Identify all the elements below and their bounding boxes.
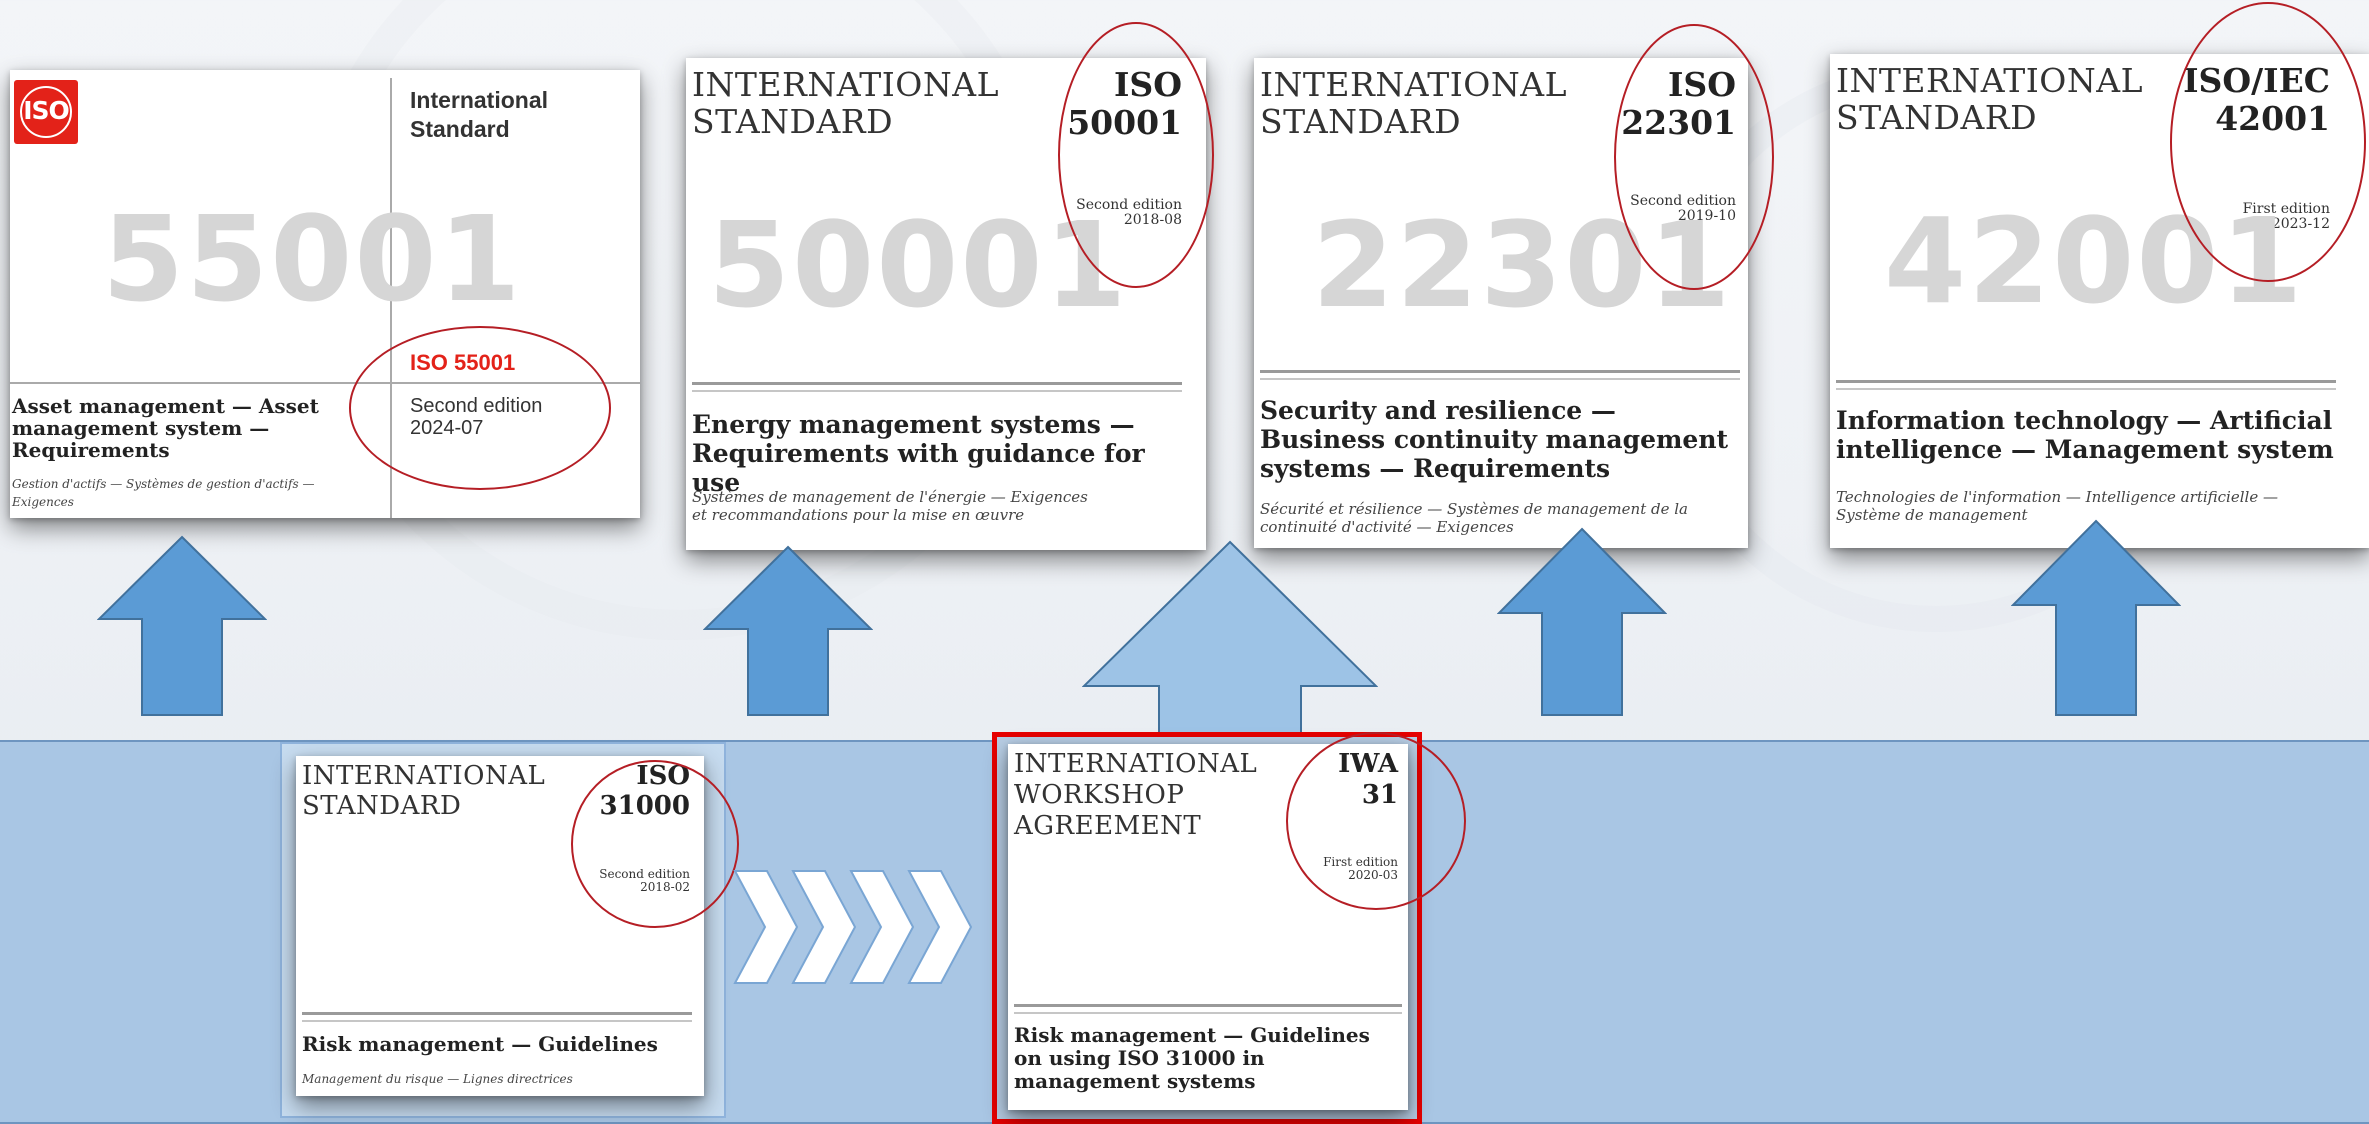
up-arrow-icon [1497, 527, 1667, 716]
standard-title: Energy management systems — Requirements… [692, 410, 1145, 497]
title-rule [302, 1012, 692, 1022]
standard-title: Risk management — Guidelines on using IS… [1014, 1023, 1370, 1093]
arrow-shape [97, 535, 267, 716]
standard-title: Information technology — Artificial inte… [1836, 406, 2334, 464]
chevron-shape [733, 870, 799, 984]
chevron-right-icon [733, 870, 973, 984]
title-rule [1014, 1004, 1402, 1014]
iso-logo: ISO [14, 80, 78, 144]
large-up-arrow-icon [1082, 540, 1378, 740]
standard-title: Risk management — Guidelines [302, 1032, 658, 1056]
doc-type-label: INTERNATIONAL STANDARD [1260, 65, 1567, 141]
highlight-ellipse [1286, 732, 1466, 910]
horizontal-divider [10, 382, 640, 384]
watermark-number: 50001 [708, 196, 1129, 334]
doc-type-label: INTERNATIONAL STANDARD [302, 761, 546, 821]
highlight-ellipse [1614, 24, 1774, 290]
standard-subtitle: Gestion d'actifs — Systèmes de gestion d… [12, 477, 315, 509]
arrow-shape [703, 545, 873, 716]
standard-title: Asset management — Asset management syst… [12, 394, 319, 462]
standard-subtitle: Technologies de l'information — Intellig… [1836, 488, 2278, 524]
standard-subtitle: Systèmes de management de l'énergie — Ex… [692, 488, 1088, 524]
highlight-ellipse [349, 326, 611, 490]
up-arrow-icon [703, 545, 873, 716]
chevron-shape [907, 870, 973, 984]
arrow-shape [1497, 527, 1667, 716]
doc-type-label: International Standard [410, 87, 549, 142]
standard-title: Security and resilience — Business conti… [1260, 396, 1729, 483]
highlight-ellipse [571, 760, 739, 928]
arrow-shape [2011, 519, 2181, 716]
up-arrow-icon [97, 535, 267, 716]
doc-type-label: INTERNATIONAL STANDARD [1836, 61, 2143, 137]
standard-subtitle: Management du risque — Lignes directrice… [302, 1072, 573, 1086]
up-arrow-icon [2011, 519, 2181, 716]
doc-type-label: INTERNATIONAL WORKSHOP AGREEMENT [1014, 749, 1258, 841]
doc-type-label: INTERNATIONAL STANDARD [692, 65, 999, 141]
highlight-ellipse [1058, 22, 1214, 288]
title-rule [1260, 370, 1740, 380]
chevron-shape [791, 870, 857, 984]
highlight-ellipse [2170, 2, 2366, 282]
standard-subtitle: Sécurité et résilience — Systèmes de man… [1260, 500, 1688, 536]
vertical-divider [390, 78, 392, 518]
watermark-number: 55001 [102, 190, 523, 328]
iso-iec-42001-cover[interactable]: INTERNATIONAL STANDARD ISO/IEC 42001 Fir… [1830, 54, 2369, 548]
chevron-shape [849, 870, 915, 984]
title-rule [692, 382, 1182, 392]
arrow-shape [1082, 540, 1378, 740]
title-rule [1836, 380, 2336, 390]
